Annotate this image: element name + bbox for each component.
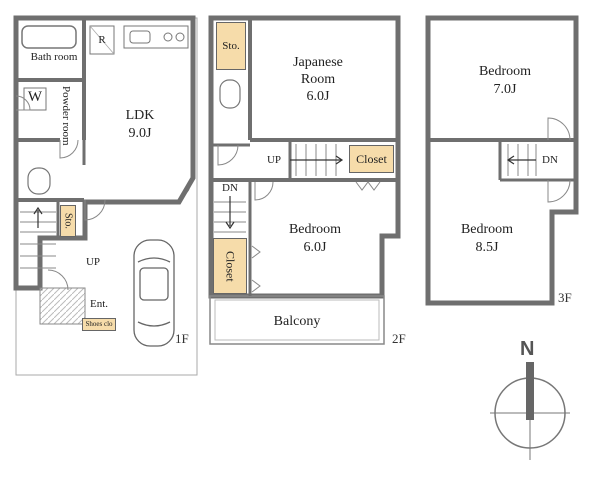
compass-rose xyxy=(490,362,570,460)
floor-3f-plan xyxy=(425,15,579,306)
washer-label: W xyxy=(27,89,43,105)
balcony-outline xyxy=(209,295,385,345)
closet-2f-side-tag: Closet xyxy=(213,238,247,294)
bedroom-2f-size: 6.0J xyxy=(303,240,327,255)
bedroom-2f-label: Bedroom xyxy=(288,222,342,237)
dn-label-3f: DN xyxy=(542,154,558,166)
japanese-room-label-2: Room xyxy=(300,72,336,87)
north-needle xyxy=(526,362,534,420)
floor-3f-walls xyxy=(425,15,579,306)
up-label-2f: UP xyxy=(266,154,282,166)
ldk-size-label: 9.0J xyxy=(128,126,152,141)
floor-2f-plan xyxy=(208,15,401,345)
floor-1f-plan xyxy=(13,15,198,376)
floor-1f-label: 1F xyxy=(175,331,189,346)
entrance-label: Ent. xyxy=(89,298,109,310)
north-label: N xyxy=(520,338,535,360)
balcony-label: Balcony xyxy=(273,314,321,329)
floor-3f-label: 3F xyxy=(558,290,572,305)
shoes-closet-tag: Shoes clo xyxy=(82,318,116,331)
powder-room-label: Powder room xyxy=(60,86,72,146)
dn-label-2f: DN xyxy=(222,182,238,194)
entrance-floor xyxy=(39,287,86,325)
bedroom-3f-b-label: Bedroom xyxy=(460,222,514,237)
bedroom-3f-b-size: 8.5J xyxy=(475,240,499,255)
up-label-1f: UP xyxy=(85,256,101,268)
storage-1f-tag: Sto. xyxy=(60,205,76,237)
bedroom-3f-a-size: 7.0J xyxy=(493,82,517,97)
japanese-room-size: 6.0J xyxy=(306,89,330,104)
floor-2f-label: 2F xyxy=(392,331,406,346)
japanese-room-label-1: Japanese xyxy=(293,55,343,70)
closet-2f-top-tag: Closet xyxy=(349,145,394,173)
ldk-label: LDK xyxy=(125,108,155,123)
bedroom-3f-a-label: Bedroom xyxy=(478,64,532,79)
storage-2f-tag: Sto. xyxy=(216,22,246,70)
car-icon xyxy=(133,239,175,347)
bath-room-label: Bath room xyxy=(30,51,78,63)
fridge-label: R xyxy=(98,34,106,46)
